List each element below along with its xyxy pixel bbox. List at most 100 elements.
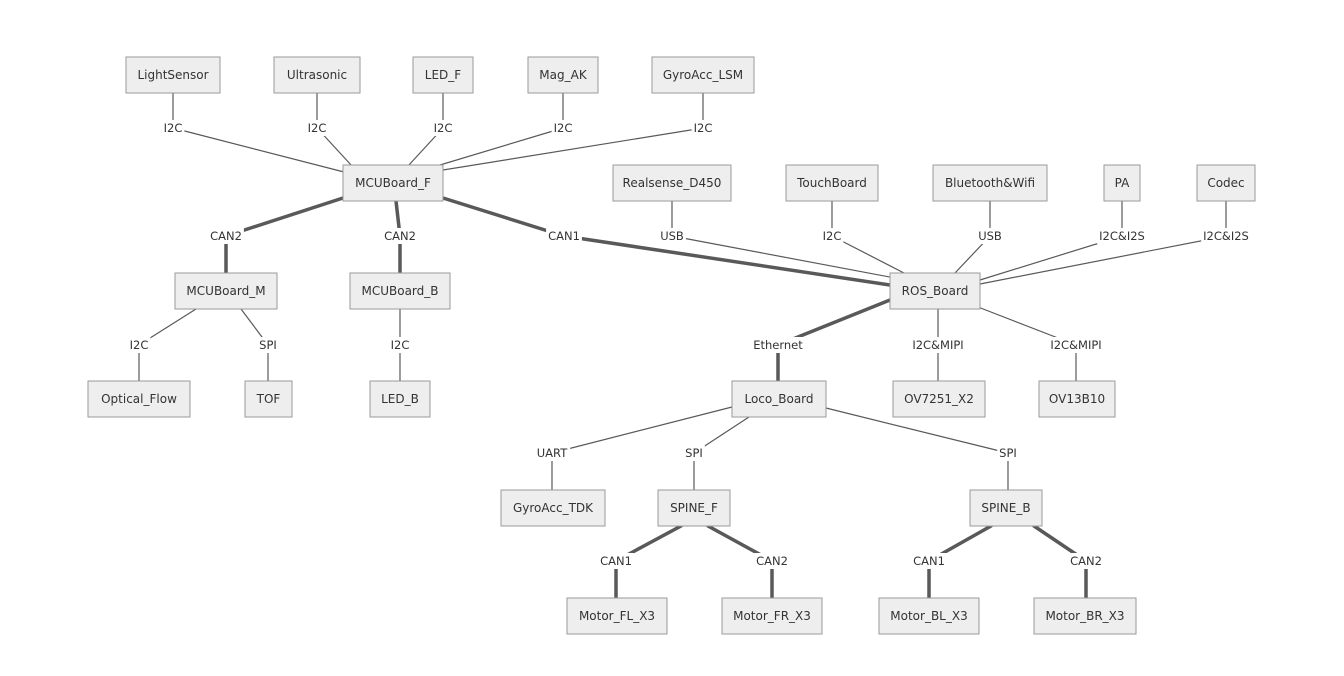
- node-box: [612, 164, 732, 202]
- edge-label-text: SPI: [685, 446, 703, 460]
- node-box: [721, 597, 823, 635]
- node-box: [932, 164, 1048, 202]
- node-tof: TOF: [244, 380, 293, 418]
- node-label: Optical_Flow: [101, 392, 177, 406]
- edge-label-text: I2C&I2S: [1099, 229, 1145, 243]
- edge-label-background: [382, 228, 418, 244]
- edge-label-pa-to-ros_board: I2C&I2S: [1097, 228, 1147, 244]
- node-label: GyroAcc_TDK: [513, 501, 594, 515]
- node-motor-fl: Motor_FL_X3: [566, 597, 668, 635]
- node-gyroacc-lsm: GyroAcc_LSM: [651, 56, 755, 94]
- node-pa: PA: [1103, 164, 1141, 202]
- node-box: [892, 380, 986, 418]
- node-box: [878, 597, 980, 635]
- edge-label-background: [1048, 337, 1104, 353]
- node-bluetooth: Bluetooth&Wifi: [932, 164, 1048, 202]
- edge-label-background: [534, 445, 571, 461]
- edge-label-text: USB: [660, 229, 684, 243]
- edge-label-background: [911, 553, 947, 569]
- node-label: SPINE_F: [670, 501, 718, 515]
- node-label: OV7251_X2: [904, 392, 974, 406]
- edge-label-background: [910, 337, 966, 353]
- edge-label-text: I2C: [694, 121, 713, 135]
- node-label: ROS_Board: [902, 284, 969, 298]
- edge-label-background: [691, 120, 715, 136]
- node-box: [369, 380, 431, 418]
- node-label: Mag_AK: [539, 68, 588, 82]
- node-box: [500, 489, 606, 527]
- edge-label-background: [161, 120, 185, 136]
- edge-label-touchboard-to-ros_board: I2C: [820, 228, 844, 244]
- node-motor-br: Motor_BR_X3: [1033, 597, 1137, 635]
- node-box: [174, 272, 278, 310]
- edge-label-gyroacc_lsm-to-mcuboard_f: I2C: [691, 120, 715, 136]
- node-touchboard: TouchBoard: [785, 164, 879, 202]
- node-label: MCUBoard_M: [186, 284, 265, 298]
- node-box: [1038, 380, 1116, 418]
- edge-label-mcuboard_b-to-led_b: I2C: [388, 337, 412, 353]
- edge-label-text: Ethernet: [753, 338, 803, 352]
- node-ros-board: ROS_Board: [889, 272, 981, 310]
- node-codec: Codec: [1196, 164, 1256, 202]
- edge-label-text: SPI: [259, 338, 277, 352]
- node-box: [87, 380, 191, 418]
- edge-label-background: [127, 337, 151, 353]
- node-label: OV13B10: [1049, 392, 1105, 406]
- node-label: LightSensor: [137, 68, 208, 82]
- edge-label-text: CAN2: [210, 229, 242, 243]
- edge-label-mcuboard_m-to-tof: SPI: [257, 337, 279, 353]
- node-lightsensor: LightSensor: [125, 56, 221, 94]
- edge-label-background: [820, 228, 844, 244]
- edge-label-spine_f-to-motor_fl: CAN1: [598, 553, 634, 569]
- node-motor-fr: Motor_FR_X3: [721, 597, 823, 635]
- node-box: [342, 164, 444, 202]
- node-label: Codec: [1207, 176, 1244, 190]
- node-ov7251: OV7251_X2: [892, 380, 986, 418]
- edge-label-background: [683, 445, 705, 461]
- edge-label-text: CAN1: [600, 554, 632, 568]
- node-spine-b: SPINE_B: [969, 489, 1043, 527]
- edge-label-text: USB: [978, 229, 1002, 243]
- node-label: LED_B: [381, 392, 419, 406]
- edge-label-text: I2C: [308, 121, 327, 135]
- node-box: [1103, 164, 1141, 202]
- edge-label-lightsensor-to-mcuboard_f: I2C: [161, 120, 185, 136]
- edge-label-mcuboard_f-to-ros_board: CAN1: [546, 228, 582, 244]
- node-box: [889, 272, 981, 310]
- node-mcuboard-m: MCUBoard_M: [174, 272, 278, 310]
- node-label: MCUBoard_F: [355, 176, 431, 190]
- edge-label-loco_board-to-spine_f: SPI: [683, 445, 705, 461]
- node-box: [969, 489, 1043, 527]
- node-box: [1196, 164, 1256, 202]
- edge-label-background: [751, 337, 806, 353]
- edge-label-background: [1068, 553, 1104, 569]
- edge-label-background: [997, 445, 1019, 461]
- node-label: Motor_BL_X3: [890, 609, 967, 623]
- node-optical-flow: Optical_Flow: [87, 380, 191, 418]
- node-label: Bluetooth&Wifi: [945, 176, 1035, 190]
- node-label: Motor_BR_X3: [1045, 609, 1124, 623]
- edge-label-text: I2C: [823, 229, 842, 243]
- edge-label-text: CAN1: [913, 554, 945, 568]
- node-label: TouchBoard: [796, 176, 867, 190]
- node-label: SPINE_B: [981, 501, 1030, 515]
- node-label: LED_F: [425, 68, 462, 82]
- edge-label-mcuboard_m-to-optical_flow: I2C: [127, 337, 151, 353]
- edge-loco_board-to-gyroacc_tdk: [551, 406, 733, 491]
- node-box: [731, 380, 827, 418]
- edge-label-background: [431, 120, 455, 136]
- edge-label-mag_ak-to-mcuboard_f: I2C: [551, 120, 575, 136]
- edge-label-text: UART: [537, 446, 568, 460]
- edge-label-text: I2C&I2S: [1203, 229, 1249, 243]
- edge-label-codec-to-ros_board: I2C&I2S: [1201, 228, 1251, 244]
- node-box: [349, 272, 451, 310]
- edge-label-ros_board-to-ov7251: I2C&MIPI: [910, 337, 966, 353]
- node-led-b: LED_B: [369, 380, 431, 418]
- node-gyroacc-tdk: GyroAcc_TDK: [500, 489, 606, 527]
- edge-label-background: [388, 337, 412, 353]
- edge-label-background: [1201, 228, 1251, 244]
- node-label: Realsense_D450: [623, 176, 722, 190]
- edge-label-loco_board-to-spine_b: SPI: [997, 445, 1019, 461]
- edge-label-ros_board-to-ov13b10: I2C&MIPI: [1048, 337, 1104, 353]
